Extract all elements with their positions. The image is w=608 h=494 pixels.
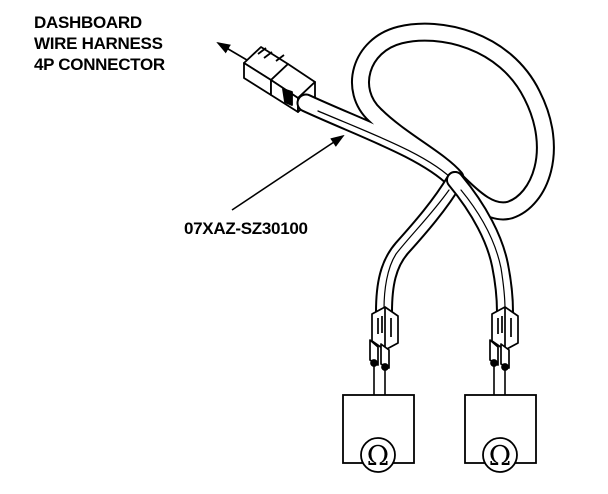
right-ohm-dial <box>482 437 518 473</box>
left-ohm-symbol: Ω <box>367 441 389 472</box>
connector-callout-line-3: 4P CONNECTOR <box>34 55 165 74</box>
wire-harness-cable <box>296 22 555 321</box>
part-number-leader-arrow <box>231 134 345 211</box>
connector-callout-line-2: WIRE HARNESS <box>34 34 163 53</box>
meter-leads <box>373 366 506 395</box>
connector-callout-line-1: DASHBOARD <box>34 13 142 32</box>
left-ohm-dial <box>360 437 396 473</box>
right-ohm-symbol: Ω <box>489 441 511 472</box>
left-test-connector <box>369 306 399 371</box>
connector-callout: DASHBOARD WIRE HARNESS 4P CONNECTOR <box>34 12 165 75</box>
right-test-connector <box>489 306 519 371</box>
part-number-callout: 07XAZ-SZ30100 <box>184 219 308 238</box>
